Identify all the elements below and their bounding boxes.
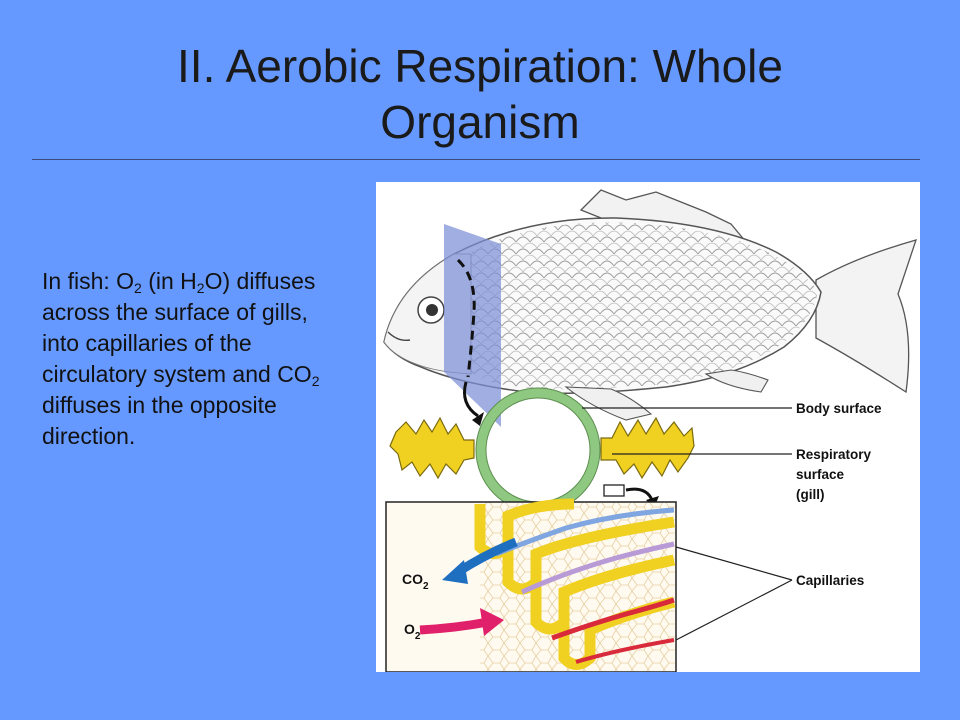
- o2-arrow: [419, 617, 489, 635]
- zoom-arrow: [625, 487, 654, 501]
- fish-mouth: [387, 331, 411, 342]
- label-body-surface: Body surface: [796, 401, 882, 416]
- body-text-part: diffuses in the opposite direction.: [42, 392, 277, 449]
- subscript: 2: [134, 280, 142, 296]
- fish-pupil: [426, 304, 438, 316]
- body-surface-ring: [476, 388, 600, 512]
- operculum-outline: [456, 258, 476, 378]
- anal-fin: [704, 369, 769, 393]
- subscript: 2: [196, 280, 205, 296]
- fish-gill-figure: Body surface Respiratory surface (gill) …: [376, 182, 920, 672]
- gill-cross-section: [389, 387, 695, 513]
- label-respiratory-3: (gill): [796, 487, 825, 502]
- zoom-box: [603, 484, 625, 497]
- body-text-part: O) diffuses across the surface of gills,…: [42, 268, 316, 387]
- body-text-part: In fish: O: [42, 268, 135, 294]
- body-paragraph: In fish: O2 (in H2O) diffuses across the…: [42, 266, 342, 452]
- co2-subscript: 2: [423, 581, 429, 592]
- co2-main: CO: [402, 571, 423, 587]
- lamella-2: [502, 516, 675, 595]
- subscript: 2: [311, 373, 320, 389]
- capillary-panel: [385, 498, 677, 672]
- o2-main: O: [404, 621, 415, 637]
- gill-filament-left: [389, 416, 475, 480]
- red-capillary: [551, 597, 675, 641]
- label-capillaries: Capillaries: [796, 573, 864, 588]
- label-respiratory-1: Respiratory: [796, 447, 872, 462]
- title-line-2: Organism: [380, 96, 580, 148]
- leader-capillaries-bottom: [675, 579, 793, 641]
- label-o2: O2: [404, 621, 421, 642]
- title-line-1: II. Aerobic Respiration: Whole: [177, 40, 783, 92]
- pelvic-fin: [564, 386, 653, 421]
- section-arrowhead: [472, 412, 484, 426]
- co2-arrowhead: [442, 560, 468, 584]
- leader-capillaries-top: [675, 546, 793, 581]
- title-divider: [32, 159, 920, 160]
- section-arrow: [463, 381, 479, 418]
- gill-filament-right: [600, 416, 695, 480]
- body-text-part: (in H: [141, 268, 197, 294]
- label-respiratory-2: surface: [796, 467, 845, 482]
- label-co2: CO2: [402, 571, 429, 592]
- section-plane: [444, 224, 501, 427]
- o2-arrowhead: [480, 608, 504, 636]
- tail-fin: [815, 239, 918, 394]
- purple-capillary: [520, 541, 675, 595]
- slide-title: II. Aerobic Respiration: Whole Organism: [40, 38, 920, 150]
- lamella-3: [530, 554, 676, 635]
- o2-subscript: 2: [415, 631, 421, 642]
